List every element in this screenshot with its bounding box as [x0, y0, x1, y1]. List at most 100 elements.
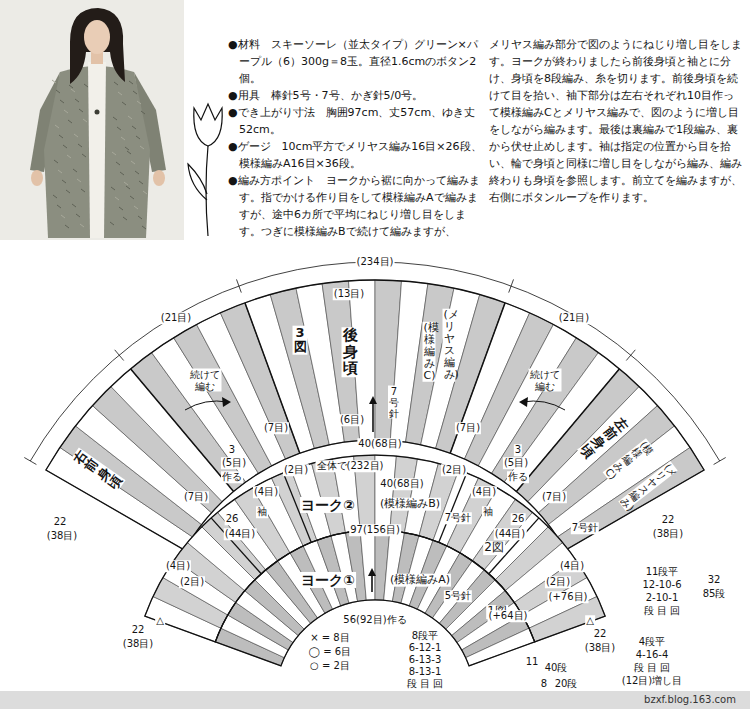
knit-texture [75, 99, 79, 102]
knit-texture [80, 224, 84, 227]
dimension-label: 40段 [544, 662, 569, 674]
stitch-name: (模様編みB) [379, 498, 441, 511]
dimension-label: 12-10-6 [641, 579, 682, 591]
face [84, 20, 110, 54]
knit-texture [116, 162, 120, 165]
knit-texture [113, 117, 117, 120]
knit-texture [130, 196, 134, 199]
knit-texture [111, 187, 115, 190]
knit-texture [125, 147, 129, 150]
needle-size: 7号針 [388, 386, 400, 419]
knit-texture [138, 216, 142, 219]
dimension-label: 40(68目) [379, 478, 424, 490]
knit-texture [79, 109, 83, 112]
dimension-label: (21目) [558, 312, 591, 324]
knit-texture [128, 116, 132, 119]
dimension-label: 段 目 回 [633, 662, 671, 674]
knit-texture [117, 127, 121, 130]
knit-texture [110, 222, 114, 225]
knit-texture [119, 207, 123, 210]
inner-top [88, 62, 106, 238]
knit-texture [134, 206, 138, 209]
knit-texture [131, 161, 135, 164]
dimension-label: 26 [511, 513, 526, 525]
symbol-key: ○ = 2目 [309, 660, 351, 672]
knit-texture [63, 145, 67, 148]
dimension-label: 20段 [554, 678, 579, 690]
note: 続けて編む [189, 369, 222, 392]
knit-texture [137, 101, 141, 104]
dimension-label: 3 [514, 444, 522, 456]
figure-number: 2図 [483, 541, 505, 555]
knit-texture [60, 100, 64, 103]
piece-name: ヨーク② [300, 497, 356, 513]
dimension-label: (4目) [471, 486, 497, 498]
knit-texture [72, 204, 76, 207]
needle-size: 5号針 [444, 590, 472, 602]
yoke-outline [215, 530, 534, 666]
knit-texture [69, 85, 73, 88]
piece-divider [131, 369, 234, 492]
dimension-label: 22 [53, 516, 68, 528]
dimension-label: 40(68目) [357, 438, 402, 450]
dimension-label: (38目) [584, 642, 617, 654]
knit-texture [140, 146, 144, 149]
sleeve-divider [439, 473, 467, 543]
dimension-line [30, 262, 719, 461]
knit-texture [115, 197, 119, 200]
knit-texture [122, 102, 126, 105]
dimension-label: 全体で(232目) [316, 460, 385, 472]
knit-texture [73, 169, 77, 172]
knit-texture [78, 144, 82, 147]
knit-texture [68, 120, 72, 123]
dimension-label: (38目) [652, 528, 685, 540]
arrow-head [222, 397, 231, 407]
stitch-name: (模様編みA) [389, 574, 451, 587]
dimension-label: 段 目 回 [406, 678, 444, 690]
dimension-label: 8段平 [411, 630, 439, 642]
dimension-tick [237, 279, 242, 292]
knit-texture [55, 125, 59, 128]
needle-size: 7号針 [444, 512, 472, 524]
symbol: △ [155, 615, 165, 627]
dimension-label: 22 [661, 514, 676, 526]
watermark-bar [0, 691, 750, 709]
piece-divider [450, 303, 505, 453]
dimension-label: (7目) [455, 422, 481, 434]
instruction-text: メリヤス編み部分で図のようにねじり増し目をします。ヨークが終わりましたら前後身頃… [489, 36, 744, 206]
dimension-label: 袖 [256, 506, 268, 518]
knit-texture [83, 119, 87, 122]
dimension-label: (38目) [46, 530, 79, 542]
knit-texture [59, 135, 63, 138]
dimension-label: (4目) [165, 560, 191, 572]
dimension-tick [509, 279, 514, 292]
dimension-label: (6目) [339, 414, 365, 426]
dimension-label: 2-10-1 [645, 592, 680, 604]
dimension-label: 8-13-1 [408, 666, 443, 678]
dimension-label: 段 目 回 [643, 605, 681, 617]
tulip-flower [194, 104, 222, 146]
knit-texture [135, 171, 139, 174]
dimension-label: 8 [540, 678, 548, 690]
dimension-label: 6-12-1 [408, 642, 443, 654]
knit-texture [132, 126, 136, 129]
knit-texture [77, 179, 81, 182]
knit-texture [141, 111, 145, 114]
dimension-label: 97(156目) [349, 524, 401, 536]
button [95, 110, 100, 115]
instruction-text: ●編み方ポイント ヨークから裾に向かって編みます。指でかける作り目をして模様編み… [228, 172, 482, 240]
tulip-leaf [188, 164, 207, 200]
dimension-label: 22 [593, 628, 608, 640]
watermark: bzxf.blog.163.com [643, 694, 737, 706]
dimension-label: 4段平 [638, 636, 666, 648]
knit-texture [123, 217, 127, 220]
symbol-key: ◯ = 6目 [308, 646, 352, 658]
yoke-outline [145, 455, 605, 642]
knit-texture [121, 137, 125, 140]
symbol: △ [585, 615, 595, 627]
knit-texture [64, 110, 68, 113]
dimension-label: (44目) [224, 528, 257, 540]
knit-texture [65, 225, 69, 228]
dimension-label: 11 [525, 656, 540, 668]
continue-arrow [522, 401, 565, 410]
